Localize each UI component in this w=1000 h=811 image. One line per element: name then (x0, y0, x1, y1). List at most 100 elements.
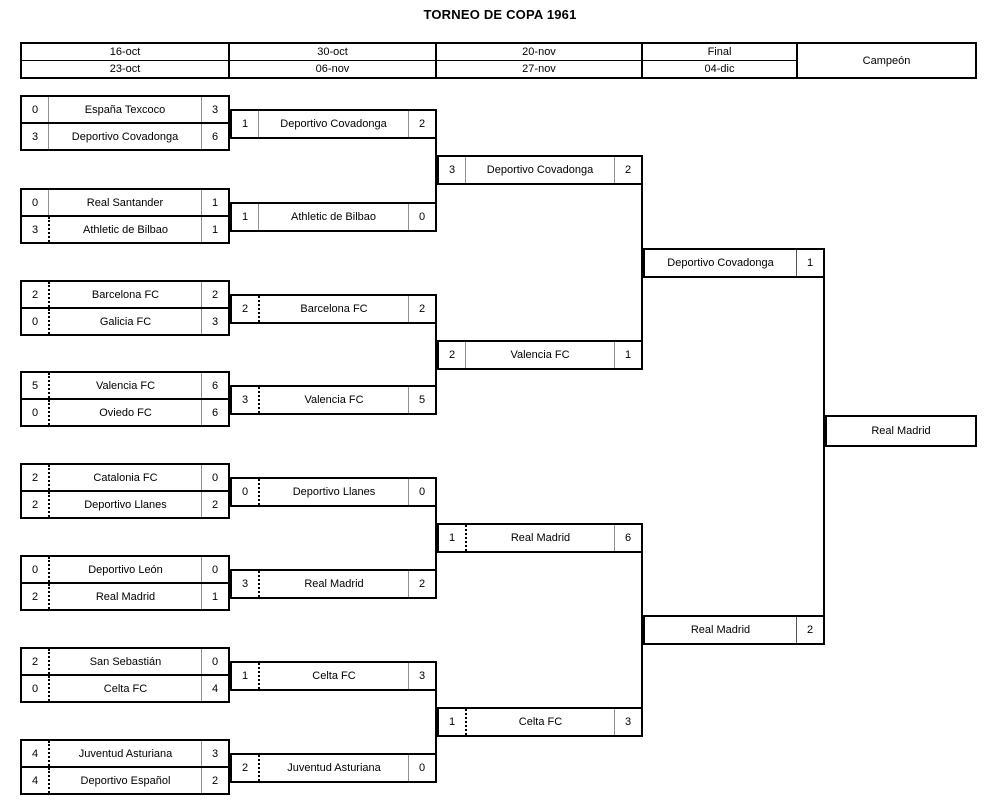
score-leg1: 0 (22, 400, 50, 425)
page-title: TORNEO DE COPA 1961 (423, 7, 577, 22)
connector-line (435, 137, 437, 204)
semifinal-box-4: 1 Celta FC 3 (437, 707, 643, 737)
team-row: 2 Real Madrid 1 (22, 582, 228, 609)
score-leg1: 3 (232, 387, 260, 413)
score-leg2: 1 (201, 190, 228, 215)
score-leg1: 4 (22, 768, 50, 793)
score-leg1: 1 (232, 111, 259, 137)
score-leg2: 1 (201, 584, 228, 609)
score-leg1: 2 (22, 282, 50, 307)
team-name: Deportivo Covadonga (667, 257, 774, 269)
header-date: 23-oct (109, 63, 141, 75)
team-name: Oviedo FC (99, 406, 152, 419)
match-box-r1-1: 0 España Texcoco 3 3 Deportivo Covadonga… (20, 95, 230, 151)
team-name: Deportivo Español (80, 774, 171, 787)
team-name: España Texcoco (84, 103, 166, 116)
score-leg1: 3 (22, 217, 50, 242)
score-leg2: 0 (408, 755, 435, 781)
team-name: Real Madrid (510, 532, 571, 544)
team-name: Celta FC (518, 716, 563, 728)
team-name: Deportivo Covadonga (280, 118, 387, 130)
team-name: Deportivo León (88, 563, 163, 576)
connector-line (641, 183, 643, 342)
team-name: Athletic de Bilbao (83, 223, 168, 236)
team-row: 0 Real Santander 1 (22, 190, 228, 215)
score-leg1: 2 (232, 755, 260, 781)
team-row: 4 Deportivo Español 2 (22, 766, 228, 793)
score-leg1: 1 (439, 525, 467, 551)
team-name: Deportivo Llanes (292, 486, 376, 498)
score-leg2: 2 (201, 492, 228, 517)
header-champion-label: Campeón (862, 54, 911, 67)
team-name: Athletic de Bilbao (291, 211, 376, 223)
score-leg1: 4 (22, 741, 50, 766)
connector-line (435, 322, 437, 387)
score-leg1: 0 (232, 479, 260, 505)
score-leg1: 2 (22, 649, 50, 674)
header-date: 06-nov (315, 63, 350, 75)
team-name: Galicia FC (99, 315, 152, 328)
team-name: Celta FC (103, 682, 148, 695)
score-leg2: 6 (201, 400, 228, 425)
score-leg1: 0 (22, 97, 49, 122)
team-name: Valencia FC (95, 379, 156, 392)
score-leg2: 6 (201, 124, 228, 149)
score-leg2: 3 (408, 663, 435, 689)
team-name: Real Santander (86, 196, 164, 209)
header-col-final: Final 04-dic (643, 44, 798, 77)
team-name: Deportivo Covadonga (486, 164, 594, 176)
round2-box-6: 3 Real Madrid 2 (230, 569, 437, 599)
score-leg2: 6 (614, 525, 641, 551)
score-leg1: 0 (22, 309, 50, 334)
champion-name: Real Madrid (871, 425, 931, 437)
score-leg2: 0 (408, 204, 435, 230)
score-leg1: 0 (22, 557, 50, 582)
semifinal-box-1: 3 Deportivo Covadonga 2 (437, 155, 643, 185)
final-score: 2 (796, 617, 823, 643)
header-date: 04-dic (704, 63, 735, 75)
score-leg2: 4 (201, 676, 228, 701)
score-leg2: 2 (201, 282, 228, 307)
score-leg1: 1 (232, 663, 260, 689)
match-box-r1-8: 4 Juventud Asturiana 3 4 Deportivo Españ… (20, 739, 230, 795)
score-leg1: 2 (22, 492, 50, 517)
match-box-r1-6: 0 Deportivo León 0 2 Real Madrid 1 (20, 555, 230, 611)
header-date: Final (643, 44, 796, 61)
final-box-1: Deportivo Covadonga 1 (643, 248, 825, 278)
team-name: Juventud Asturiana (287, 762, 381, 774)
team-name: Barcelona FC (91, 288, 160, 301)
team-name: Juventud Asturiana (78, 747, 173, 760)
connector-line (823, 276, 825, 617)
team-row: 2 Catalonia FC 0 (22, 465, 228, 490)
round2-box-4: 3 Valencia FC 5 (230, 385, 437, 415)
match-box-r1-7: 2 San Sebastián 0 0 Celta FC 4 (20, 647, 230, 703)
header-date: 20-nov (437, 44, 641, 61)
score-leg2: 0 (201, 465, 228, 490)
score-leg2: 3 (614, 709, 641, 735)
score-leg1: 1 (439, 709, 467, 735)
final-box-2: Real Madrid 2 (643, 615, 825, 645)
team-name: Catalonia FC (93, 471, 158, 484)
team-name: Barcelona FC (300, 303, 368, 315)
team-name: Celta FC (312, 670, 356, 682)
score-leg2: 3 (201, 309, 228, 334)
score-leg2: 2 (614, 157, 641, 183)
team-row: 3 Athletic de Bilbao 1 (22, 215, 228, 242)
score-leg2: 2 (408, 111, 435, 137)
match-box-r1-3: 2 Barcelona FC 2 0 Galicia FC 3 (20, 280, 230, 336)
final-score: 1 (796, 250, 823, 276)
team-name: San Sebastián (89, 655, 162, 668)
schedule-header: 16-oct 23-oct 30-oct 06-nov 20-nov 27-no… (20, 42, 977, 79)
score-leg2: 0 (201, 649, 228, 674)
team-row: 0 Deportivo León 0 (22, 557, 228, 582)
score-leg1: 0 (22, 190, 49, 215)
team-row: 2 Deportivo Llanes 2 (22, 490, 228, 517)
team-row: 4 Juventud Asturiana 3 (22, 741, 228, 766)
connector-line (435, 689, 437, 755)
score-leg1: 3 (232, 571, 260, 597)
round2-box-1: 1 Deportivo Covadonga 2 (230, 109, 437, 139)
score-leg1: 2 (232, 296, 260, 322)
header-col-semifinal: 20-nov 27-nov (437, 44, 643, 77)
score-leg1: 2 (22, 465, 50, 490)
